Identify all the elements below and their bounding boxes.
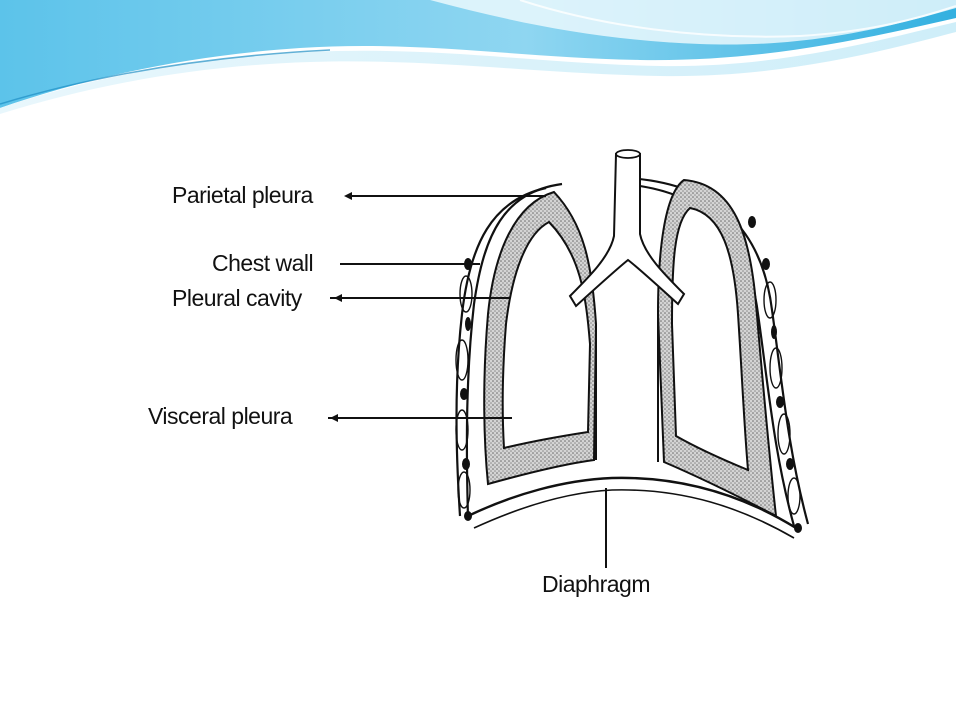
leader-lines: [328, 195, 607, 568]
trachea-top: [615, 149, 641, 159]
label-chest-wall: Chest wall: [212, 250, 313, 276]
mediastinum: [595, 314, 659, 462]
diaphragm-inner: [473, 489, 795, 539]
leader-arrowheads: [330, 192, 352, 422]
pleura-diagram-svg: Parietal pleura Chest wall Pleural cavit…: [148, 149, 810, 597]
diaphragm: [467, 476, 797, 530]
right-lung: [670, 206, 750, 472]
rib-markers: [460, 216, 802, 533]
label-pleural-cavity: Pleural cavity: [172, 285, 303, 311]
rib-outlines: [455, 275, 801, 515]
trachea-bronchi: [568, 153, 686, 308]
header-wave-decoration: [0, 0, 956, 114]
pleura-diagram: Parietal pleura Chest wall Pleural cavit…: [144, 144, 812, 600]
label-diaphragm: Diaphragm: [542, 571, 650, 597]
label-parietal-pleura: Parietal pleura: [172, 182, 314, 208]
label-visceral-pleura: Visceral pleura: [148, 403, 293, 429]
